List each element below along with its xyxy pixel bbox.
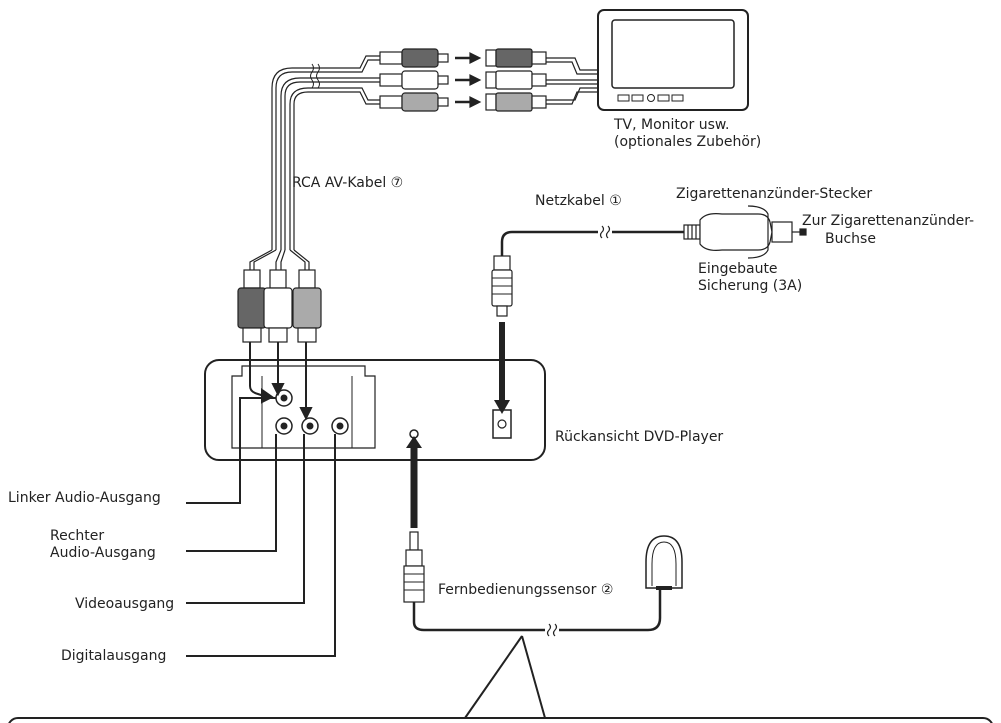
callout — [8, 635, 993, 723]
rca-cable-label: RCA AV-Kabel ⑦ — [292, 175, 404, 191]
remote-sensor-label: Fernbedienungssensor ② — [438, 582, 614, 598]
power-cable-label: Netzkabel ① — [535, 193, 622, 209]
left-audio-label: Linker Audio-Ausgang — [8, 490, 161, 506]
lighter-plug-label: Zigarettenanzünder-Stecker — [676, 186, 873, 202]
to-socket-label-line1: Zur Zigarettenanzünder- — [802, 213, 975, 229]
tv-monitor-label-line1: TV, Monitor usw. — [614, 117, 730, 133]
to-socket-label-line2: Buchse — [825, 231, 876, 247]
rca-plugs-bottom — [237, 269, 322, 343]
digital-out-label: Digitalausgang — [61, 648, 167, 664]
tv-monitor-label-line2: (optionales Zubehör) — [614, 134, 762, 150]
leader-lines — [186, 397, 336, 657]
dvd-player-rear — [204, 359, 546, 461]
lighter-plug — [683, 205, 807, 259]
rca-plugs-top — [379, 48, 547, 112]
fuse-label-line1: Eingebaute — [698, 261, 778, 277]
video-out-label: Videoausgang — [75, 596, 175, 612]
right-audio-label-line2: Audio-Ausgang — [50, 545, 156, 561]
power-cable — [491, 225, 684, 414]
player-rear-label: Rückansicht DVD-Player — [555, 429, 724, 445]
plug-arrows — [249, 342, 313, 421]
remote-sensor-cable — [403, 436, 683, 637]
fuse-label-line2: Sicherung (3A) — [698, 278, 803, 294]
av-cable-wires — [249, 55, 598, 270]
tv-monitor — [597, 9, 749, 111]
right-audio-label-line1: Rechter — [50, 528, 105, 544]
